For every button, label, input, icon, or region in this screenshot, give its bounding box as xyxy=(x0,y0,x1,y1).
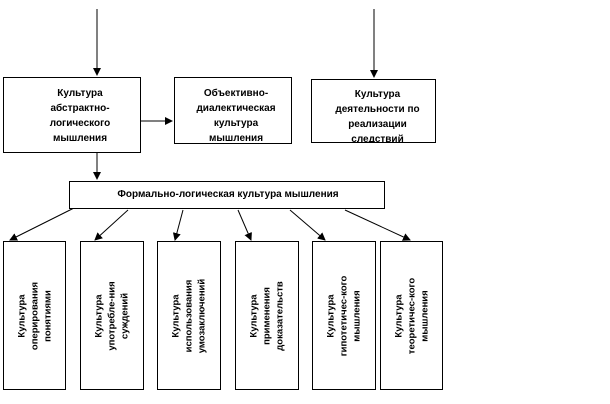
arrow-middle-to-bottom-3 xyxy=(172,209,184,241)
bottom-box-judgments: Культура употребле-ния суждений xyxy=(80,241,144,390)
arrow-middle-to-bottom-4 xyxy=(237,209,252,241)
bottom-label-concepts: Культура оперирования понятиями xyxy=(16,281,53,350)
bottom-box-concepts: Культура оперирования понятиями xyxy=(3,241,66,390)
abstract-logic-box: Культура абстрактно- логического мышлени… xyxy=(3,77,141,153)
bottom-label-proofs: Культура применения доказательств xyxy=(248,280,286,351)
arrow-middle-to-bottom-1 xyxy=(9,207,75,241)
dialectic-box: Объективно- диалектическая культура мышл… xyxy=(174,77,292,144)
bottom-label-inferences: Культура использования умозаключений xyxy=(170,278,208,353)
activity-label: Культура деятельности по реализации след… xyxy=(335,89,420,143)
formal-logic-box: Формально-логическая культура мышления xyxy=(69,181,385,209)
arrow-middle-to-bottom-2 xyxy=(94,209,129,241)
arrow-middle-to-bottom-6 xyxy=(344,209,411,241)
bottom-box-hypothetical: Культура гипотетичес-кого мышления xyxy=(312,241,376,390)
bottom-label-hypothetical: Культура гипотетичес-кого мышления xyxy=(325,275,363,356)
activity-box: Культура деятельности по реализации след… xyxy=(311,79,436,143)
bottom-label-judgments: Культура употребле-ния суждений xyxy=(93,280,131,351)
formal-logic-label: Формально-логическая культура мышления xyxy=(117,189,339,200)
bottom-box-inferences: Культура использования умозаключений xyxy=(157,241,221,390)
arrow-middle-to-bottom-5 xyxy=(289,209,326,241)
abstract-logic-label: Культура абстрактно- логического мышлени… xyxy=(49,88,111,144)
dialectic-label: Объективно- диалектическая культура мышл… xyxy=(196,88,276,144)
bottom-box-proofs: Культура применения доказательств xyxy=(235,241,299,390)
bottom-box-theoretical: Культура теоретичес-кого мышления xyxy=(380,241,443,390)
bottom-label-theoretical: Культура теоретичес-кого мышления xyxy=(393,277,430,354)
